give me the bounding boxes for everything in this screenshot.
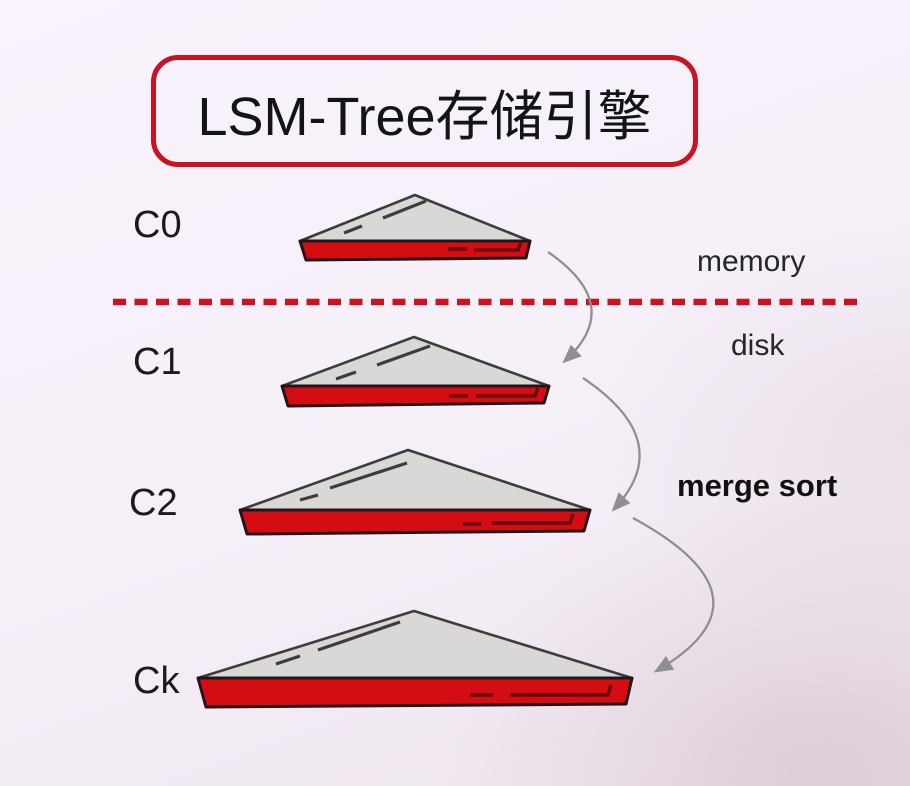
level-label-ck: Ck [133, 660, 180, 702]
memory-region-label: memory [697, 245, 806, 278]
pyramid-c0-icon [298, 193, 532, 262]
level-label-c0: C0 [133, 204, 182, 246]
level-label-c1: C1 [133, 341, 182, 383]
merge-arrow-c1-to-c2-icon [582, 377, 641, 512]
title-box: LSM-Tree存储引擎 [151, 55, 698, 167]
level-label-c2: C2 [129, 482, 178, 524]
merge-arrow-c0-to-c1-icon [547, 251, 593, 364]
merge-sort-annotation: merge sort [677, 468, 838, 503]
merge-arrow-c2-to-ck-icon [632, 516, 715, 673]
pyramid-ck-icon [196, 609, 634, 709]
pyramid-c1-icon [280, 335, 551, 408]
pyramid-c2-icon [238, 448, 592, 536]
page-title: LSM-Tree存储引擎 [197, 86, 652, 147]
disk-region-label: disk [731, 329, 785, 362]
